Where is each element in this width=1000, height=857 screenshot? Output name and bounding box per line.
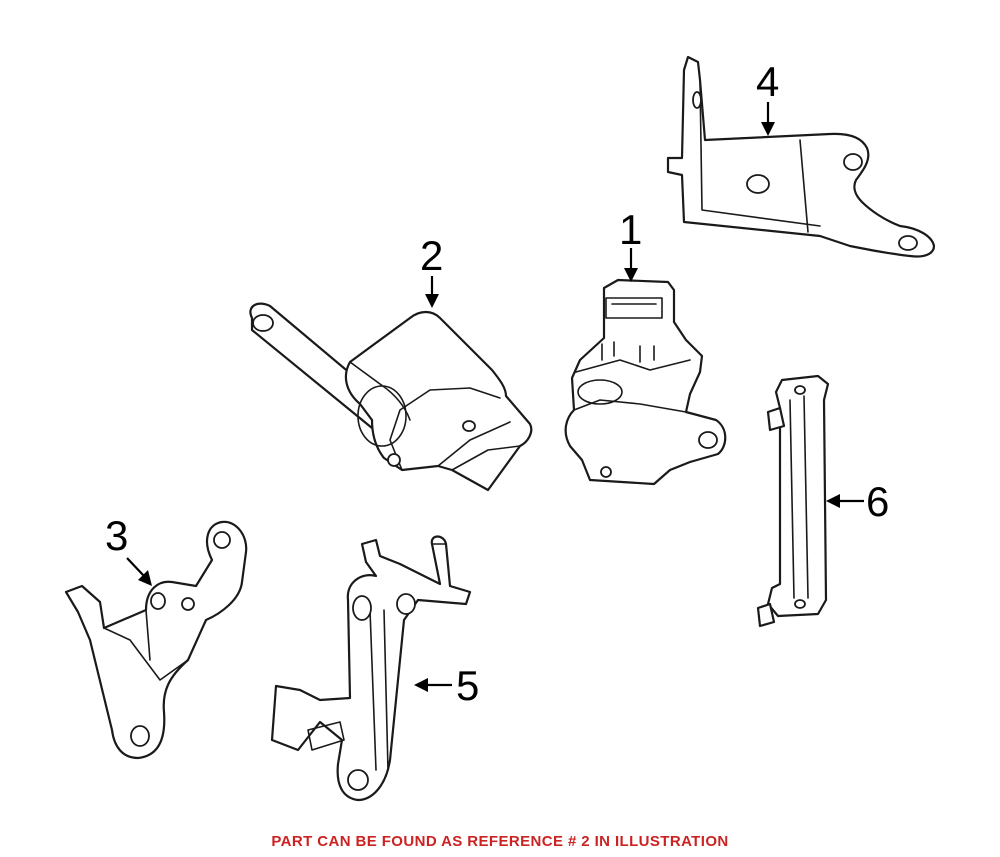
callout-3: 3 (105, 512, 152, 586)
part-3-bracket (64, 520, 248, 760)
part-2-level-sensor (249, 302, 533, 492)
callout-5: 5 (414, 662, 479, 709)
callout-label-5: 5 (456, 662, 479, 709)
part-6-link-rod (756, 374, 830, 628)
callout-2: 2 (420, 232, 443, 308)
footer-note: PART CAN BE FOUND AS REFERENCE # 2 IN IL… (271, 833, 729, 850)
part-4-bracket (666, 55, 936, 258)
callout-6: 6 (826, 478, 889, 525)
part-5-lever-assembly (270, 535, 472, 802)
callout-label-3: 3 (105, 512, 128, 559)
callout-label-2: 2 (420, 232, 443, 279)
callout-label-1: 1 (619, 206, 642, 253)
callout-label-6: 6 (866, 478, 889, 525)
callout-label-4: 4 (756, 58, 779, 105)
callout-4: 4 (756, 58, 779, 136)
part-1-sensor (564, 278, 727, 486)
callout-1: 1 (619, 206, 642, 282)
